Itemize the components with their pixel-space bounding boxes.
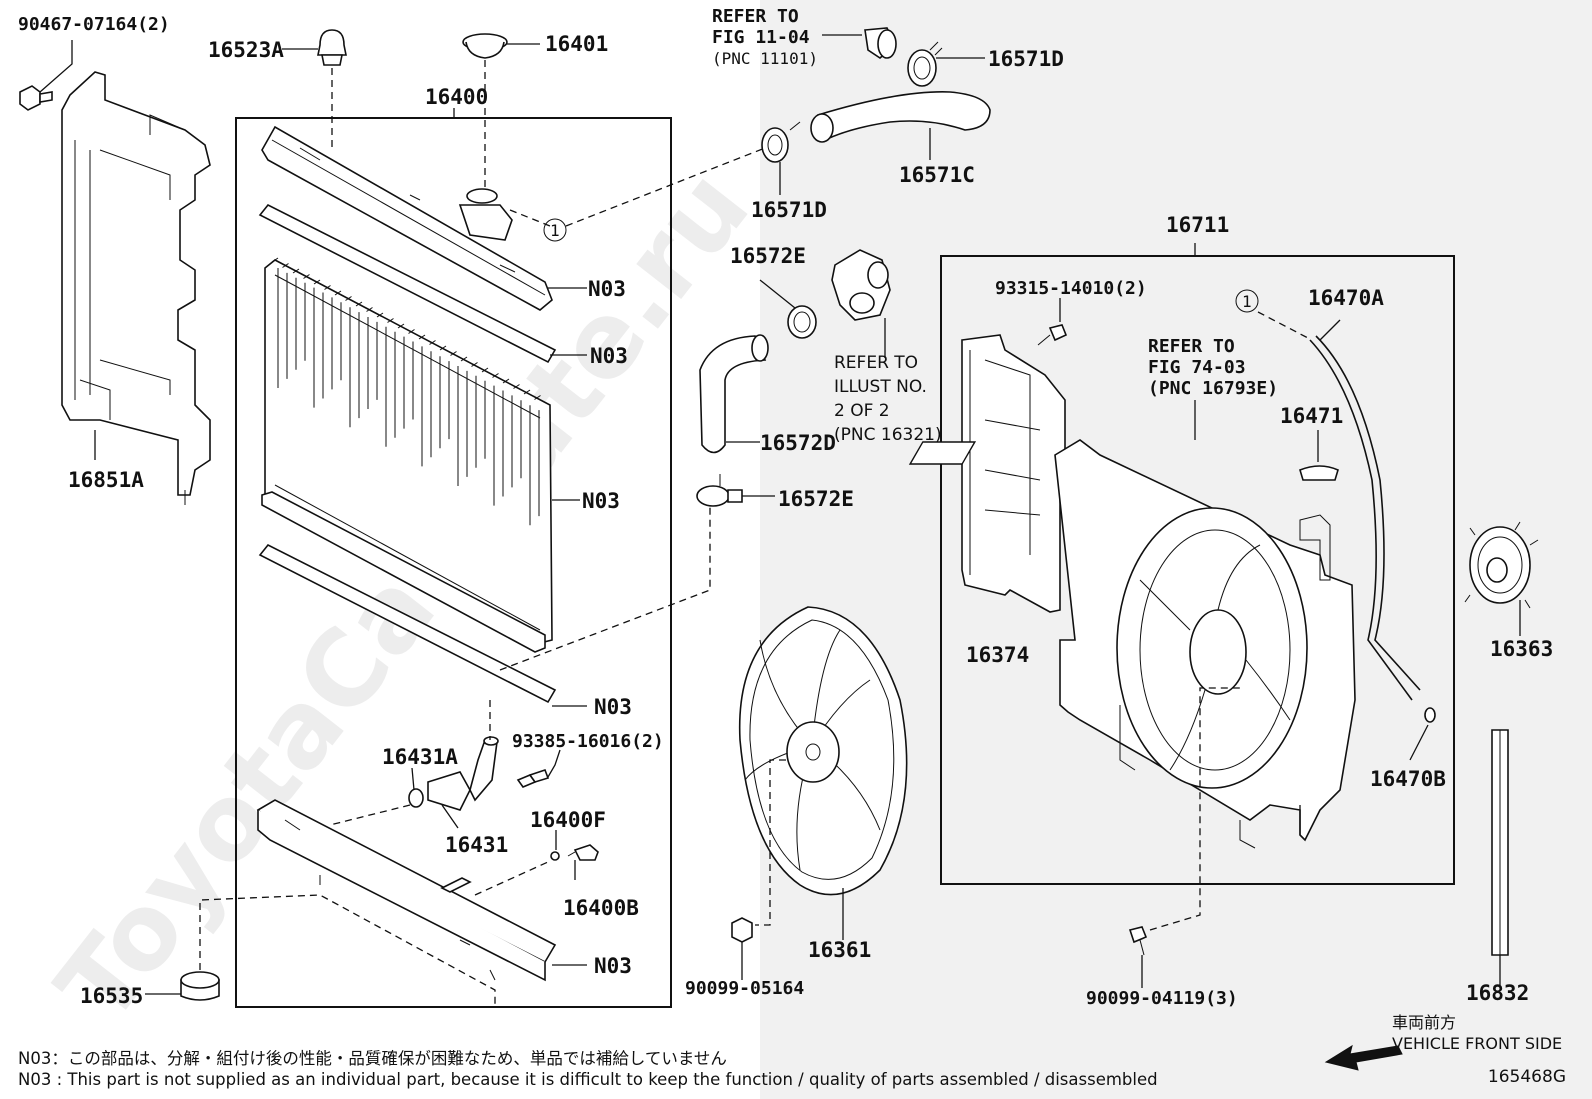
callout-16572E-bottom: 16572E [778, 487, 854, 511]
diagram-code: 165468G [1487, 1067, 1566, 1087]
callout-93315-14010: 93315-14010(2) [995, 278, 1147, 299]
callout-16471: 16471 [1280, 404, 1343, 428]
hose-16572D[interactable] [699, 334, 769, 454]
upper-tank[interactable] [261, 125, 553, 311]
nut-90099-05164[interactable] [731, 917, 753, 943]
vehicle-front-en: VEHICLE FRONT SIDE [1392, 1034, 1563, 1053]
callout-16832: 16832 [1466, 981, 1529, 1005]
callout-16431A: 16431A [382, 745, 458, 769]
radiator-core[interactable] [261, 257, 553, 653]
callout-16401: 16401 [545, 32, 608, 56]
callout-N03-core: N03 [582, 489, 620, 513]
hose-clamp-16572E-upper[interactable] [787, 305, 817, 339]
callout-90467-07164: 90467-07164(2) [18, 14, 170, 35]
reserve-cap-16471[interactable] [1299, 465, 1339, 481]
clamp-16470B[interactable] [1424, 707, 1436, 723]
vehicle-front-jp: 車両前方 [1392, 1013, 1457, 1032]
callout-16374: 16374 [966, 643, 1029, 667]
callout-16572D: 16572D [760, 431, 836, 455]
fan-motor-16363[interactable] [1464, 521, 1539, 609]
radiator-cap-16401[interactable] [462, 33, 508, 59]
upper-seal [258, 203, 557, 364]
cushion-16535[interactable] [180, 971, 220, 1001]
hose-clamp-16571D-upper[interactable] [907, 41, 943, 87]
callout-90099-05164: 90099-05164 [685, 978, 804, 999]
callout-16361: 16361 [808, 938, 871, 962]
marker-text-1: 1 [550, 221, 560, 240]
lower-seal [258, 543, 557, 704]
bolt-93385-16016[interactable] [516, 768, 550, 788]
water-outlet-illust-2-of-2 [831, 249, 891, 321]
callout-93385-16016: 93385-16016(2) [512, 731, 664, 752]
callout-N03-lower-tank: N03 [594, 954, 632, 978]
cushion-16523A[interactable] [317, 29, 347, 66]
hose-clamp-16572E-lower[interactable] [696, 474, 743, 507]
refer-fig-11-04-line3: (PNC 11101) [712, 49, 818, 68]
refer-illust-line3: 2 OF 2 [834, 401, 890, 421]
air-guide-16851A[interactable] [61, 71, 211, 505]
outlet-pipe-16431[interactable] [427, 736, 499, 811]
marker-circle-1b [1235, 289, 1259, 313]
refer-fig-11-04-line2: FIG 11-04 [712, 27, 810, 48]
callout-N03-upper-tank: N03 [588, 277, 626, 301]
note-n03-japanese: N03：この部品は、分解・組付け後の性能・品質確保が困難なため、単品では補給して… [18, 1049, 727, 1068]
refer-illust-line2: ILLUST NO. [834, 377, 927, 397]
hose-clamp-16571D-lower[interactable] [761, 121, 801, 163]
callout-16363: 16363 [1490, 637, 1553, 661]
callout-16711: 16711 [1166, 213, 1229, 237]
bolt-93315-14010[interactable] [1037, 324, 1068, 346]
refer-illust-line4: (PNC 16321) [834, 425, 942, 445]
bolt-90467-07164[interactable] [19, 85, 53, 111]
callout-16470B: 16470B [1370, 767, 1446, 791]
callout-16571D-top: 16571D [988, 47, 1064, 71]
lower-tank[interactable] [256, 799, 557, 982]
o-ring-16431A[interactable] [408, 788, 424, 808]
o-ring-16400F[interactable] [550, 851, 560, 861]
fan-shroud-16711[interactable] [1054, 439, 1356, 849]
screw-90099-04119[interactable] [1128, 926, 1148, 956]
pipe-fig-11-04 [864, 27, 897, 60]
callout-16470A: 16470A [1308, 286, 1384, 310]
callout-N03-lower-seal: N03 [594, 695, 632, 719]
refer-fig-74-03-line3: (PNC 16793E) [1148, 378, 1278, 399]
hose-16571C[interactable] [810, 91, 991, 143]
vehicle-front-arrow-icon [1324, 1044, 1403, 1071]
callout-N03-upper-seal: N03 [590, 344, 628, 368]
callout-16572E-top: 16572E [730, 244, 806, 268]
callout-16400: 16400 [425, 85, 488, 109]
marker-circle-1 [543, 218, 567, 242]
callout-16400B: 16400B [563, 896, 639, 920]
fan-shroud-frame [940, 255, 1455, 885]
callout-16571D-bottom: 16571D [751, 198, 827, 222]
air-guide-16374[interactable] [961, 334, 1066, 613]
marker-text-1b: 1 [1242, 292, 1252, 311]
refer-fig-74-03-line1: REFER TO [1148, 336, 1235, 357]
callout-16431: 16431 [445, 833, 508, 857]
callout-16535: 16535 [80, 984, 143, 1008]
refer-fig-74-03-line2: FIG 74-03 [1148, 357, 1246, 378]
fan-16361[interactable] [738, 606, 908, 896]
callout-16523A: 16523A [208, 38, 284, 62]
refer-fig-11-04-line1: REFER TO [712, 6, 799, 27]
note-n03-english: N03 : This part is not supplied as an in… [18, 1070, 1158, 1089]
callout-90099-04119: 90099-04119(3) [1086, 988, 1238, 1009]
refer-illust-line1: REFER TO [834, 353, 918, 373]
callout-16571C: 16571C [899, 163, 975, 187]
overflow-hose-16470A[interactable] [1309, 335, 1421, 701]
label-plate-16793E [908, 441, 977, 465]
seal-16832[interactable] [1491, 729, 1509, 956]
callout-16400F: 16400F [530, 808, 606, 832]
callout-16851A: 16851A [68, 468, 144, 492]
drain-cock-16400B[interactable] [567, 844, 599, 861]
